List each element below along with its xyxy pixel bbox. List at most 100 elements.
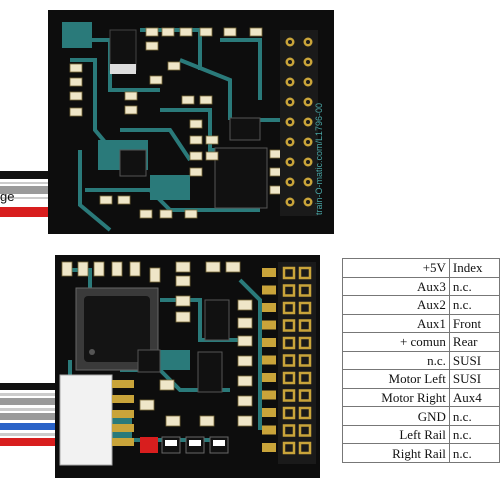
header-pin xyxy=(282,371,296,385)
pin-left-label: Motor Left xyxy=(342,369,450,389)
header-pin-hole xyxy=(306,60,310,64)
header-pin-hole xyxy=(288,60,292,64)
bottom-gold-pads xyxy=(112,380,134,446)
header-pin xyxy=(282,301,296,315)
top-chips xyxy=(109,29,268,209)
header-pin xyxy=(298,371,312,385)
header-pin xyxy=(298,389,312,402)
header-pin xyxy=(282,284,296,297)
pin-right-label: Aux4 xyxy=(448,387,500,408)
header-side-pad xyxy=(262,338,276,347)
header-side-pad xyxy=(262,425,276,435)
pin-right-label: Index xyxy=(448,258,500,278)
pin-left-label: Right Rail xyxy=(342,443,450,463)
wire-gray xyxy=(0,398,68,405)
header-side-pad xyxy=(262,390,276,400)
bottom-smd-components xyxy=(61,261,253,427)
header-pin xyxy=(282,336,296,350)
header-pin-hole xyxy=(306,100,310,104)
header-pin-hole xyxy=(288,180,292,184)
pin-left-label: Left Rail xyxy=(342,424,450,445)
header-side-pad xyxy=(262,285,276,295)
wire-red xyxy=(0,438,68,446)
header-pin xyxy=(298,266,312,280)
wire-red xyxy=(0,207,68,217)
header-pin-hole xyxy=(306,160,310,164)
header-side-pad xyxy=(262,320,276,330)
microcontroller-chip xyxy=(75,287,159,371)
header-pin xyxy=(282,406,296,420)
header-side-pads xyxy=(262,268,276,452)
header-pin xyxy=(282,424,296,437)
header-pin-hole xyxy=(288,200,292,204)
header-pin-hole xyxy=(288,120,292,124)
header-pin-hole xyxy=(288,40,292,44)
header-pin-hole xyxy=(288,80,292,84)
header-pin-hole xyxy=(306,120,310,124)
header-pin-hole xyxy=(288,140,292,144)
header-pin xyxy=(298,354,312,367)
header-pin xyxy=(298,301,312,315)
top-smd-components xyxy=(69,27,283,219)
pin-right-label: Front xyxy=(448,313,500,334)
header-side-pad xyxy=(262,373,276,382)
header-pin xyxy=(282,354,296,367)
top-decoder-board: train-O-matic.com/L1796-00 xyxy=(0,10,334,234)
pin-right-label: n.c. xyxy=(448,406,500,426)
bottom-led-row xyxy=(140,436,229,454)
header-pin-hole xyxy=(288,160,292,164)
header-side-pad xyxy=(262,303,276,312)
header-side-pad xyxy=(262,268,276,277)
pin-row: n.c.SUSI xyxy=(342,350,500,371)
wire-gray-2 xyxy=(0,413,68,420)
pin-right-label: n.c. xyxy=(448,276,500,297)
wire-blue xyxy=(0,423,68,430)
wire-connector-block xyxy=(59,374,113,466)
wire-gray xyxy=(0,186,68,194)
bottom-header-pins xyxy=(282,266,312,455)
header-pin xyxy=(282,266,296,280)
wire-label-fragment: ge xyxy=(0,189,15,204)
header-pin-hole xyxy=(306,40,310,44)
header-pin xyxy=(282,389,296,402)
header-side-pad xyxy=(262,355,276,365)
header-pin-hole xyxy=(306,140,310,144)
bottom-wires xyxy=(0,383,68,446)
header-pin-hole xyxy=(306,80,310,84)
pin-left-label: Aux3 xyxy=(342,276,450,297)
header-pin xyxy=(298,424,312,437)
pin-left-label: n.c. xyxy=(342,350,450,371)
header-side-pad xyxy=(262,443,276,452)
silkscreen-label: train-O-matic.com/L1796-00 xyxy=(314,103,324,215)
pin-right-label: n.c. xyxy=(448,424,500,445)
pin-left-label: + comun xyxy=(342,332,450,352)
pin-right-label: n.c. xyxy=(448,295,500,315)
bottom-decoder-board xyxy=(0,255,320,478)
top-header-pins xyxy=(285,37,313,207)
header-pin xyxy=(282,441,296,455)
header-pin xyxy=(298,406,312,420)
pin-right-label: SUSI xyxy=(448,350,500,371)
header-pin xyxy=(298,441,312,455)
pin-left-label: Motor Right xyxy=(342,387,450,408)
pin-left-label: +5V xyxy=(342,258,450,278)
header-pin xyxy=(298,284,312,297)
header-pin-hole xyxy=(306,180,310,184)
pin-right-label: Rear xyxy=(448,332,500,352)
header-pin xyxy=(282,319,296,332)
header-pin-hole xyxy=(288,100,292,104)
pin-right-label: SUSI xyxy=(448,369,500,389)
pin-left-label: Aux2 xyxy=(342,295,450,315)
